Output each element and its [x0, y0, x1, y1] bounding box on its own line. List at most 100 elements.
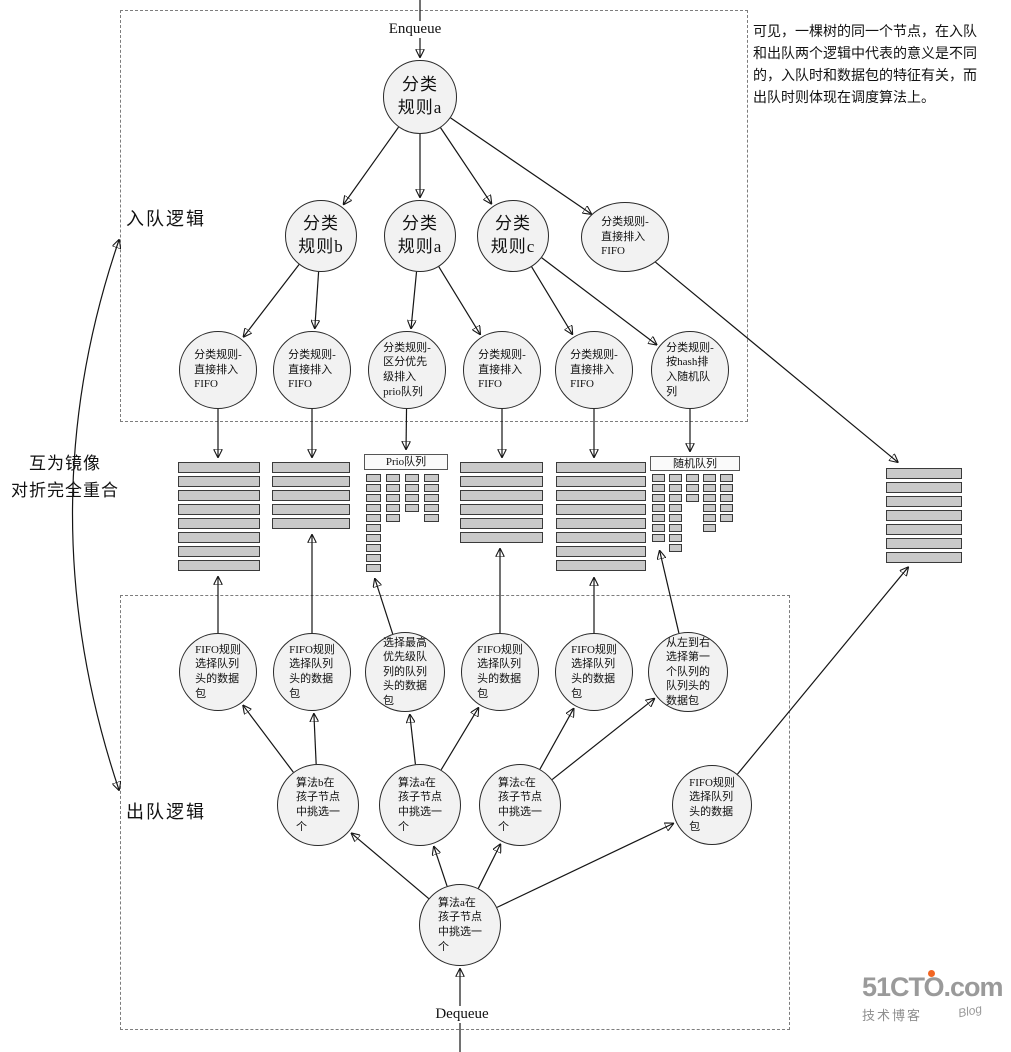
queue-bar — [556, 532, 646, 543]
queue-bar — [178, 490, 260, 501]
enqueue-logic-label: 入队逻辑 — [126, 209, 206, 229]
arrow-line — [438, 266, 480, 334]
queue-bar — [366, 504, 381, 512]
logo-subtitle: 技术博客 — [862, 1008, 923, 1023]
node-deq-fifo-1: FIFO规则 选择队列 头的数据 包 — [179, 633, 257, 711]
site-logo: 51CTO.com 技术博客 Blog — [862, 970, 1010, 1024]
queue-bar — [460, 504, 543, 515]
queue-bar — [686, 474, 699, 482]
queue-bar — [886, 496, 962, 507]
queue-bar — [703, 514, 716, 522]
queue-bar — [424, 504, 439, 512]
queue-bar — [272, 476, 350, 487]
queue-bar — [886, 552, 962, 563]
node-deq-fifo-2: FIFO规则 选择队列 头的数据 包 — [273, 633, 351, 711]
node-enq-fifo-4: 分类规则- 直接排入 FIFO — [555, 331, 633, 409]
queue-bar — [424, 484, 439, 492]
annotation-text: 可见，一棵树的同一个节点，在入队 和出队两个逻辑中代表的意义是不同 的，入队时和… — [753, 25, 977, 107]
queue-bar — [703, 494, 716, 502]
queue-bar — [386, 514, 400, 522]
queue-bar — [669, 524, 682, 532]
random-queue-label: 随机队列 — [650, 456, 740, 471]
arrow-line — [410, 715, 417, 765]
node-fifo-direct-ellipse: 分类规则- 直接排入 FIFO — [581, 202, 669, 272]
node-dequeue-root: 算法a在 孩子节点 中挑选一 个 — [419, 884, 501, 966]
queue-bar — [556, 504, 646, 515]
queue-column — [703, 474, 716, 534]
node-deq-fifo-4: FIFO规则 选择队列 头的数据 包 — [555, 633, 633, 711]
queue-bar — [720, 514, 733, 522]
queue-bar — [669, 484, 682, 492]
arrow-line — [440, 708, 478, 771]
node-enq-prio: 分类规则- 区分优先 级排入 prio队列 — [368, 331, 446, 409]
queue-column — [556, 462, 646, 574]
queue-bar — [669, 534, 682, 542]
queue-bar — [669, 474, 682, 482]
arrow-line — [375, 579, 394, 635]
queue-bar — [386, 494, 400, 502]
queue-bar — [178, 546, 260, 557]
queue-bar — [366, 524, 381, 532]
arrow-line — [653, 260, 897, 462]
queue-bar — [556, 560, 646, 571]
enqueue-section-frame — [120, 10, 748, 422]
queue-bar — [556, 546, 646, 557]
node-enq-fifo-1: 分类规则- 直接排入 FIFO — [179, 331, 257, 409]
node-deq-leftmost: 从左到右 选择第一 个队列的 队列头的 数据包 — [648, 632, 728, 712]
arrow-line — [352, 833, 430, 899]
queue-bar — [366, 564, 381, 572]
queue-bar — [460, 518, 543, 529]
node-deq-fifo-3: FIFO规则 选择队列 头的数据 包 — [461, 633, 539, 711]
mirror-arc-arrow — [71, 240, 120, 790]
queue-bar — [556, 476, 646, 487]
arrow-line — [496, 823, 673, 908]
queue-bar — [886, 524, 962, 535]
queue-column — [669, 474, 682, 554]
queue-bar — [366, 474, 381, 482]
queue-bar — [405, 494, 419, 502]
node-algo-b: 算法b在 孩子节点 中挑选一 个 — [277, 764, 359, 846]
node-algo-a-mid: 算法a在 孩子节点 中挑选一 个 — [379, 764, 461, 846]
queue-bar — [652, 504, 665, 512]
logo-accent-dot-icon — [928, 970, 935, 977]
node-enqueue-root: 分类 规则a — [383, 60, 457, 134]
queue-bar — [652, 494, 665, 502]
queue-bar — [272, 504, 350, 515]
arrow-line — [244, 264, 300, 337]
queue-bar — [366, 514, 381, 522]
queue-column — [366, 474, 381, 574]
node-classify-rule-c: 分类 规则c — [477, 200, 549, 272]
queue-bar — [272, 518, 350, 529]
queue-bar — [366, 494, 381, 502]
dequeue-label: Dequeue — [420, 1006, 504, 1023]
queue-bar — [886, 468, 962, 479]
arrow-line — [440, 127, 492, 204]
queue-bar — [886, 510, 962, 521]
queue-bar — [886, 482, 962, 493]
node-classify-rule-b: 分类 规则b — [285, 200, 357, 272]
queue-bar — [178, 462, 260, 473]
queue-bar — [669, 544, 682, 552]
queue-column — [652, 474, 665, 544]
dequeue-logic-label: 出队逻辑 — [126, 802, 206, 822]
queue-bar — [720, 494, 733, 502]
queue-bar — [178, 504, 260, 515]
queue-bar — [405, 474, 419, 482]
queue-bar — [652, 474, 665, 482]
queue-bar — [386, 474, 400, 482]
queue-bar — [652, 484, 665, 492]
queue-bar — [652, 524, 665, 532]
arrow-line — [344, 126, 400, 204]
queue-bar — [669, 514, 682, 522]
queue-bar — [366, 544, 381, 552]
queue-column — [460, 462, 543, 546]
arrow-line — [477, 844, 500, 889]
queue-bar — [652, 534, 665, 542]
queue-bar — [405, 504, 419, 512]
queue-bar — [669, 494, 682, 502]
arrow-line — [434, 847, 448, 887]
queue-bar — [386, 484, 400, 492]
queue-bar — [366, 534, 381, 542]
